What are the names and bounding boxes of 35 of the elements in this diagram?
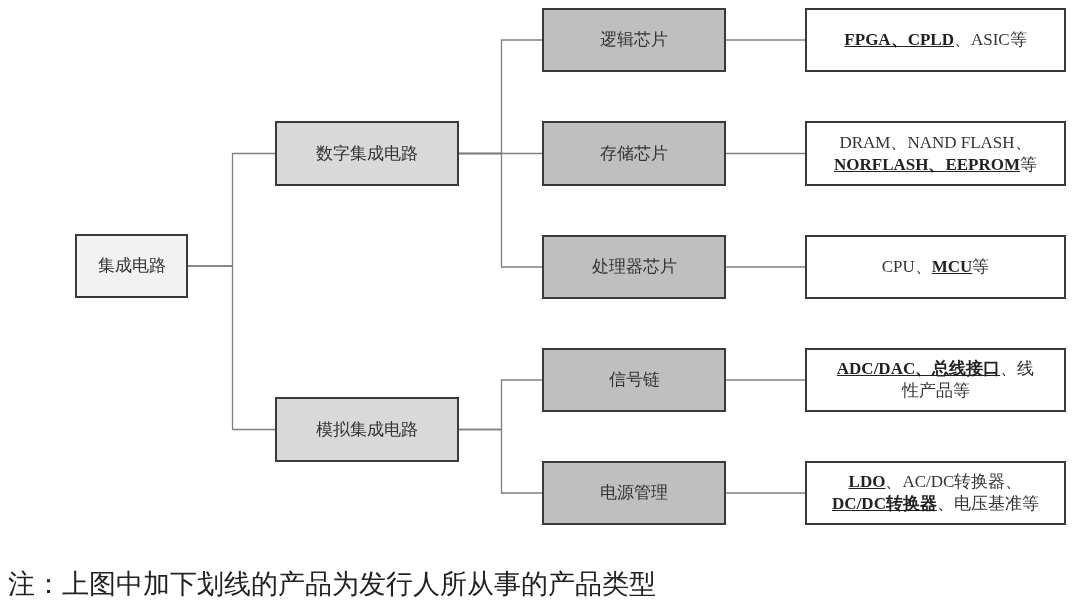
connector-line [458,152,543,268]
footnote-text: 注：上图中加下划线的产品为发行人所从事的产品类型 [8,568,656,601]
node-label: LDO、AC/DC转换器、DC/DC转换器、电压基准等 [831,471,1040,515]
connector-line [725,492,806,494]
connector-line [187,265,276,431]
node-label: 集成电路 [97,255,166,277]
node-label: 逻辑芯片 [600,29,668,51]
node-label: ADC/DAC、总线接口、线性产品等 [835,358,1036,402]
category-box [75,234,188,298]
node-label: 电源管理 [600,482,668,504]
connector-line [725,266,806,268]
node-label: DRAM、NAND FLASH、NORFLASH、EEPROM等 [832,131,1039,176]
category-box [805,461,1066,525]
node-label: CPU、MCU等 [881,256,990,278]
connector-line [725,379,806,381]
connector-line [725,39,806,41]
category-box [275,121,459,186]
node-label: 数字集成电路 [316,142,418,165]
category-box [805,8,1066,72]
node-label: 存储芯片 [600,142,668,165]
node-label: 处理器芯片 [591,256,677,278]
connector-line [458,428,543,494]
node-label: FPGA、CPLD、ASIC等 [844,29,1027,51]
node-label: 信号链 [608,369,660,391]
category-box [542,121,726,186]
category-box [542,8,726,72]
node-label: 模拟集成电路 [316,418,418,441]
category-box [542,461,726,525]
category-box [542,348,726,412]
category-box [542,235,726,299]
category-box [805,121,1066,186]
category-box [805,235,1066,299]
connector-line [725,152,806,155]
category-box [275,397,459,462]
category-box [805,348,1066,412]
